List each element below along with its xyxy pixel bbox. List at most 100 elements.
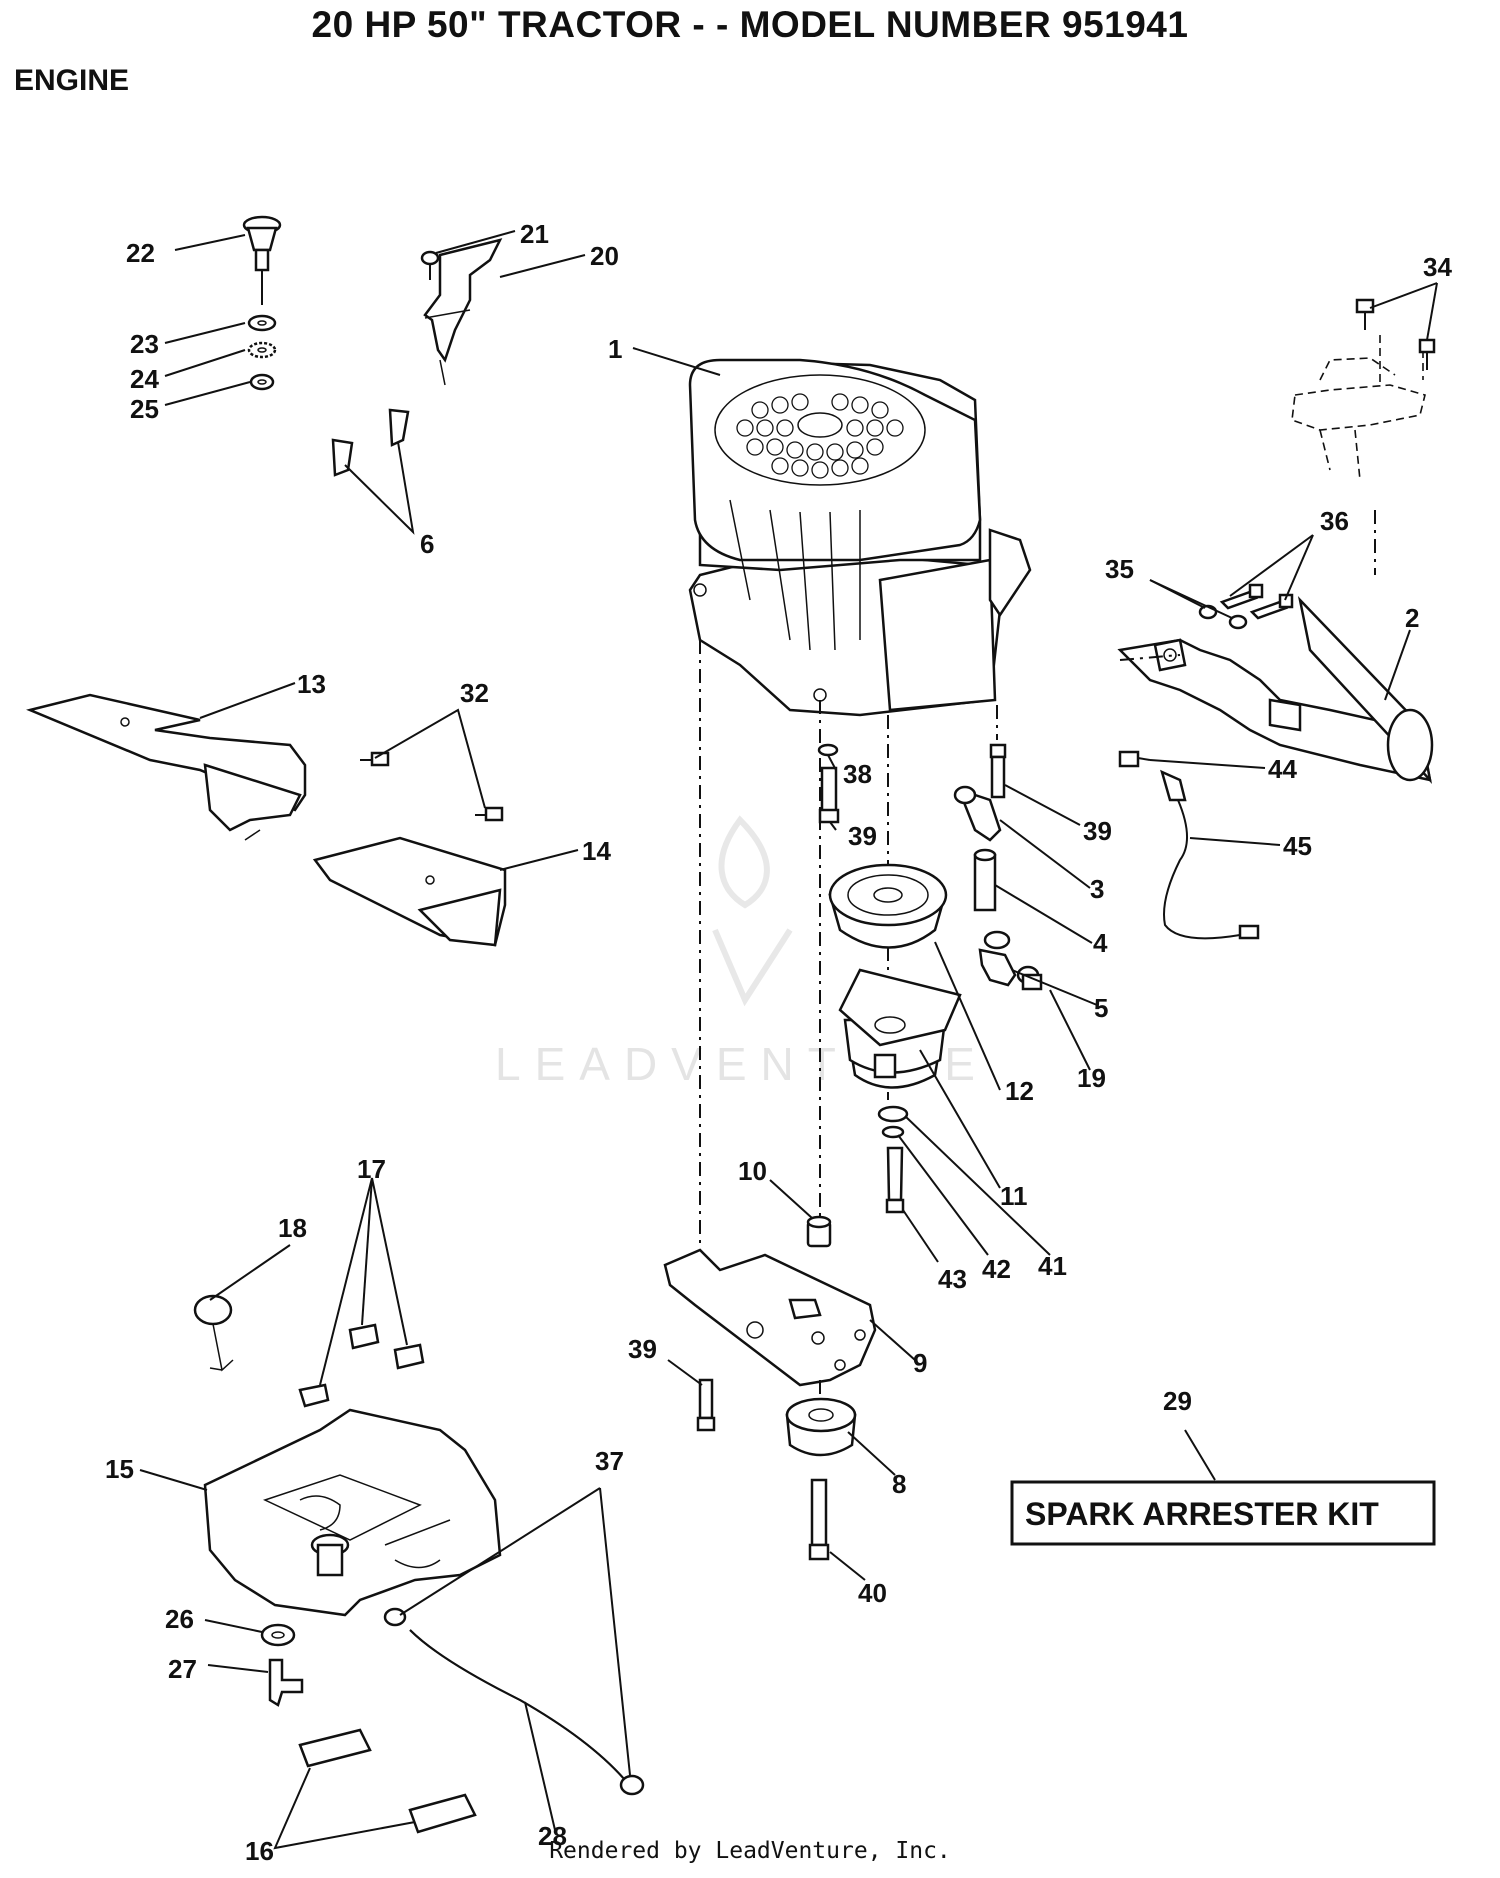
screw-32-b[interactable] bbox=[475, 806, 504, 822]
callout-16: 16 bbox=[245, 1836, 274, 1866]
pad-17-a[interactable] bbox=[298, 1383, 330, 1408]
callout-37: 37 bbox=[595, 1446, 624, 1476]
callout-10: 10 bbox=[738, 1156, 767, 1186]
bolt-21[interactable] bbox=[420, 250, 440, 280]
screw-32-a[interactable] bbox=[360, 751, 390, 767]
grommet-26[interactable] bbox=[260, 1623, 296, 1647]
diagram-title: 20 HP 50" TRACTOR - - MODEL NUMBER 95194… bbox=[311, 4, 1189, 45]
callout-34: 34 bbox=[1423, 252, 1452, 282]
callout-17: 17 bbox=[357, 1154, 386, 1184]
nut-25[interactable] bbox=[249, 373, 275, 391]
callout-44: 44 bbox=[1268, 754, 1297, 784]
washer-42[interactable] bbox=[881, 1125, 905, 1139]
callout-21: 21 bbox=[520, 219, 549, 249]
callout-2: 2 bbox=[1405, 603, 1419, 633]
washer-35-b[interactable] bbox=[1228, 614, 1248, 630]
bolt-34-left[interactable] bbox=[1355, 298, 1375, 330]
pad-17-c[interactable] bbox=[393, 1343, 425, 1370]
callout-18: 18 bbox=[278, 1213, 307, 1243]
idler-bracket-9[interactable] bbox=[663, 1248, 877, 1387]
callout-13: 13 bbox=[297, 669, 326, 699]
engine-assembly[interactable] bbox=[688, 358, 1032, 717]
idler-pulley-8[interactable] bbox=[785, 1397, 857, 1457]
bolt-39-center[interactable] bbox=[818, 766, 840, 824]
bolt-36-b[interactable] bbox=[1249, 593, 1294, 620]
callout-27: 27 bbox=[168, 1654, 197, 1684]
knob-22[interactable] bbox=[242, 215, 282, 305]
washer-23[interactable] bbox=[247, 314, 277, 332]
centerline-muffler bbox=[1119, 654, 1181, 661]
muffler-assembly[interactable] bbox=[1117, 596, 1434, 785]
bolt-40[interactable] bbox=[808, 1478, 830, 1561]
callout-42: 42 bbox=[982, 1254, 1011, 1284]
wire-45[interactable] bbox=[1160, 769, 1260, 940]
callout-39-center: 39 bbox=[848, 821, 877, 851]
bolt-43[interactable] bbox=[885, 1146, 905, 1214]
callout-12: 12 bbox=[1005, 1076, 1034, 1106]
callout-24: 24 bbox=[130, 364, 159, 394]
callout-22: 22 bbox=[126, 238, 155, 268]
callout-36: 36 bbox=[1320, 506, 1349, 536]
pad-16-a[interactable] bbox=[298, 1728, 372, 1768]
elbow-fitting-3[interactable] bbox=[953, 785, 1002, 842]
callout-29: 29 bbox=[1163, 1386, 1192, 1416]
callout-15: 15 bbox=[105, 1454, 134, 1484]
fitting-27[interactable] bbox=[268, 1658, 304, 1707]
footer-credit: Rendered by LeadVenture, Inc. bbox=[549, 1838, 951, 1864]
callout-6: 6 bbox=[420, 529, 434, 559]
callout-28: 28 bbox=[538, 1821, 567, 1851]
spark-arrester-kit-box[interactable]: SPARK ARRESTER KIT bbox=[1010, 1480, 1436, 1546]
shield-14[interactable] bbox=[312, 836, 507, 947]
lock-washer-24[interactable] bbox=[247, 341, 277, 359]
throttle-bracket-20[interactable] bbox=[423, 238, 503, 386]
spacer-10[interactable] bbox=[806, 1215, 832, 1248]
callout-45: 45 bbox=[1283, 831, 1312, 861]
callout-11: 11 bbox=[1000, 1181, 1028, 1211]
callout-23: 23 bbox=[130, 329, 159, 359]
leader-lines bbox=[139, 230, 1438, 1850]
nipple-4[interactable] bbox=[973, 848, 997, 912]
callout-14: 14 bbox=[582, 836, 611, 866]
callout-39-lower: 39 bbox=[628, 1334, 657, 1364]
callout-43: 43 bbox=[938, 1264, 967, 1294]
callout-1: 1 bbox=[608, 334, 622, 364]
callout-19: 19 bbox=[1077, 1063, 1106, 1093]
bolt-34-right[interactable] bbox=[1418, 338, 1436, 370]
bolt-36-a[interactable] bbox=[1219, 583, 1264, 610]
callout-4: 4 bbox=[1093, 928, 1108, 958]
fuel-line-28[interactable] bbox=[409, 1629, 626, 1781]
fuel-cap-18[interactable] bbox=[193, 1294, 234, 1372]
pad-17-b[interactable] bbox=[348, 1323, 380, 1350]
callout-39-right: 39 bbox=[1083, 816, 1112, 846]
callout-25: 25 bbox=[130, 394, 159, 424]
washer-38[interactable] bbox=[817, 743, 839, 757]
callout-8: 8 bbox=[892, 1469, 906, 1499]
watermark-flame-logo bbox=[712, 815, 793, 1007]
fuel-tank-15[interactable] bbox=[203, 1408, 502, 1617]
spark-arrester-kit-label: SPARK ARRESTER KIT bbox=[1025, 1496, 1379, 1532]
callout-26: 26 bbox=[165, 1604, 194, 1634]
callout-41: 41 bbox=[1038, 1251, 1067, 1281]
elbow-fitting-5[interactable] bbox=[978, 930, 1017, 987]
clamp-37-a[interactable] bbox=[383, 1607, 407, 1627]
clip-6-right[interactable] bbox=[388, 408, 410, 447]
bolt-39-right[interactable] bbox=[989, 743, 1007, 799]
stud-44[interactable] bbox=[1118, 750, 1151, 768]
pulley-12[interactable] bbox=[828, 863, 948, 949]
callout-35: 35 bbox=[1105, 554, 1134, 584]
shield-13[interactable] bbox=[26, 693, 307, 841]
callout-32: 32 bbox=[460, 678, 489, 708]
callout-5: 5 bbox=[1094, 993, 1108, 1023]
callout-40: 40 bbox=[858, 1578, 887, 1608]
bolt-39-lower[interactable] bbox=[696, 1378, 716, 1432]
callout-9: 9 bbox=[913, 1348, 927, 1378]
section-heading: ENGINE bbox=[14, 64, 130, 97]
pad-16-b[interactable] bbox=[408, 1793, 477, 1834]
callout-38: 38 bbox=[843, 759, 872, 789]
electric-clutch-11[interactable] bbox=[838, 968, 962, 1089]
engine-screen-grid bbox=[736, 393, 904, 479]
exhaust-bracket-phantom bbox=[1291, 335, 1426, 481]
washer-41[interactable] bbox=[877, 1105, 909, 1123]
clamp-37-b[interactable] bbox=[619, 1774, 645, 1796]
